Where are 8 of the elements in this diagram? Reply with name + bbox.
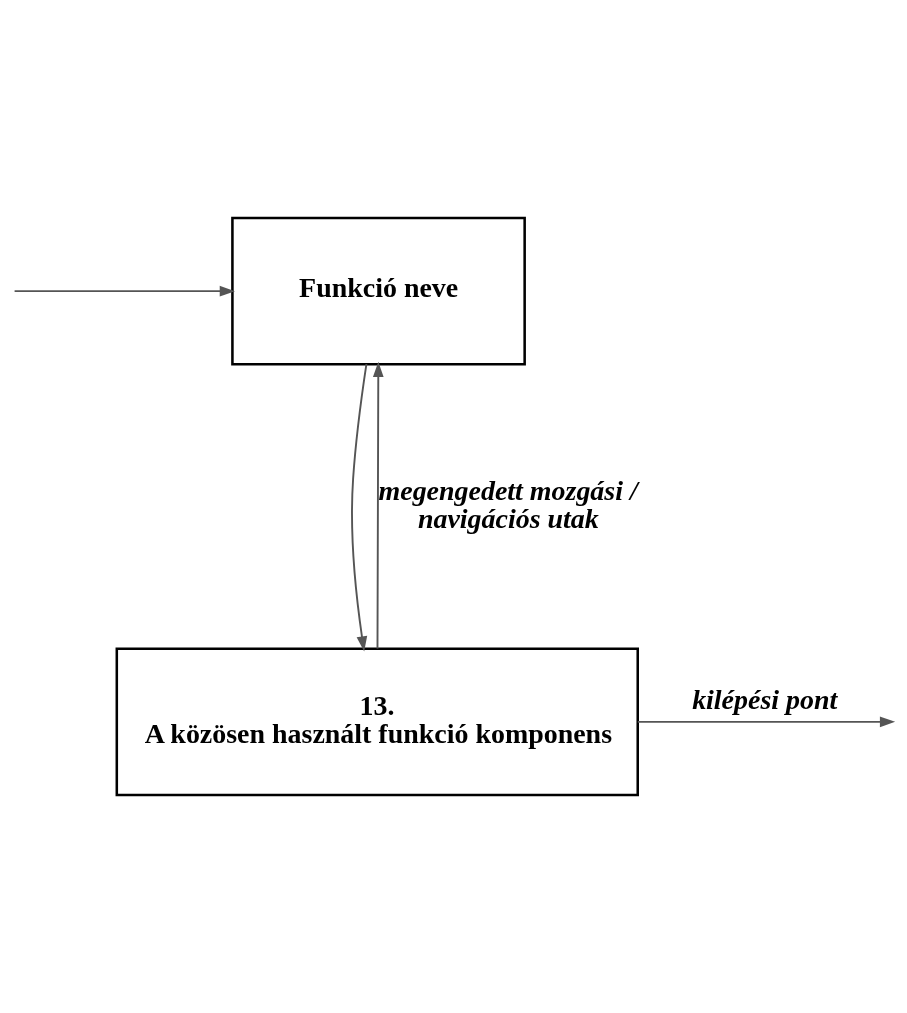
arrow bbox=[351, 363, 368, 652]
edge-label: kilépési pont bbox=[692, 683, 838, 715]
node-box: Funkció neve bbox=[231, 216, 526, 366]
node-box: 13. A közösen használt funkció komponens bbox=[115, 647, 639, 797]
arrow bbox=[636, 716, 896, 728]
edge-label: megengedett mozgási / navigációs utak bbox=[378, 474, 638, 534]
arrow bbox=[372, 361, 384, 650]
arrow bbox=[13, 285, 235, 297]
